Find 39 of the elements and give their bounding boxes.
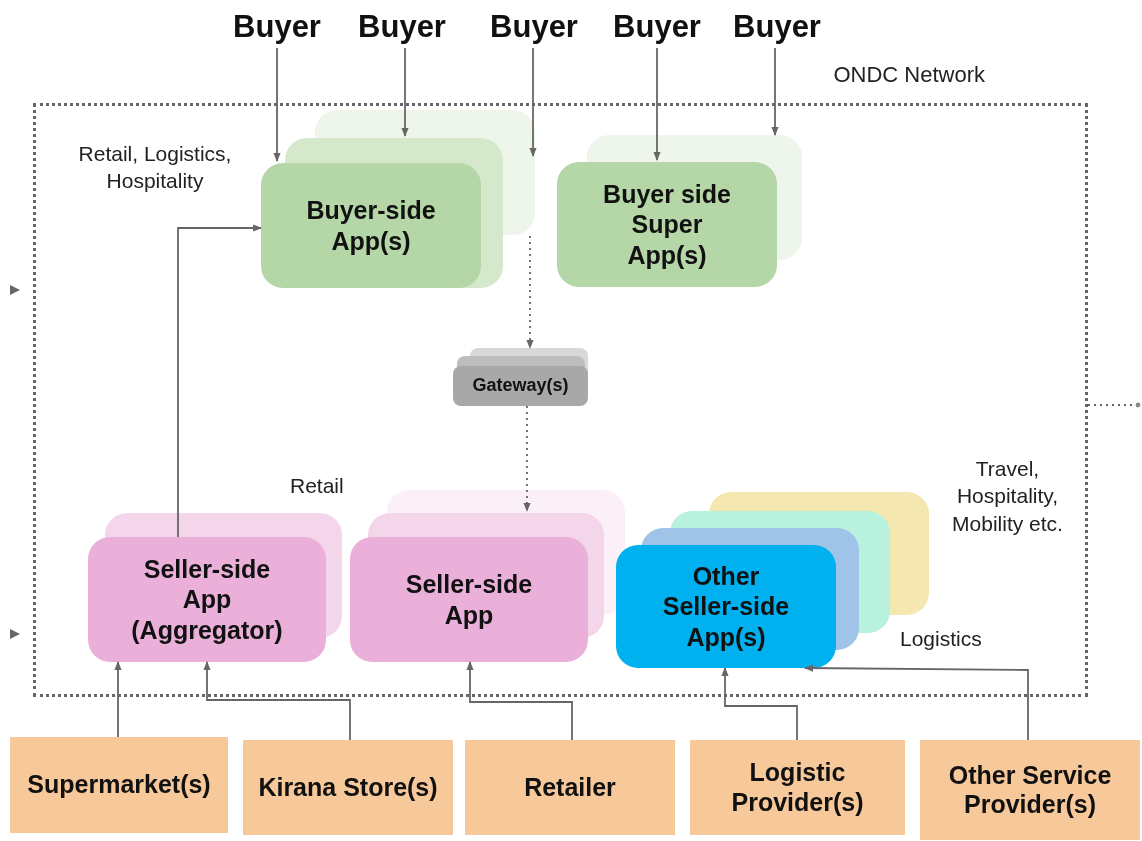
connector-arrow (523, 405, 531, 512)
category-note: Retail (290, 473, 345, 499)
provider-box (690, 740, 905, 835)
node-text: Other Seller-side App(s) (661, 560, 791, 653)
network-heading: ONDC Network (833, 62, 985, 88)
node-text: Gateway(s) (472, 375, 569, 397)
connector-arrow (804, 664, 1029, 741)
provider-box (920, 740, 1140, 840)
connector-arrow (203, 661, 351, 741)
category-note: Travel, Hospitality, Mobility etc. (951, 456, 1064, 537)
connector-arrow (721, 667, 798, 741)
provider-box (10, 737, 228, 833)
category-note: Logistics (900, 626, 983, 652)
provider-box (243, 740, 453, 835)
node-text: Buyer side Super App(s) (602, 178, 732, 271)
connector-arrow (114, 661, 122, 738)
actor-label: Buyer (602, 6, 712, 48)
node-text: Retailer (524, 772, 616, 803)
actor-label: Buyer (479, 6, 589, 48)
node-text: Buyer-side App(s) (305, 195, 437, 256)
connector-arrow (273, 47, 281, 162)
provider-box (465, 740, 675, 835)
actor-label: Buyer (722, 6, 832, 48)
node-text: Seller-side App (Aggregator) (130, 553, 284, 646)
node-text: Logistic Provider(s) (730, 758, 865, 817)
node-text: Seller-side App (404, 569, 534, 630)
connector-arrow (401, 47, 409, 137)
node-text: Supermarket(s) (27, 770, 211, 800)
actor-label: Buyer (222, 6, 332, 48)
connector-arrow (177, 224, 262, 538)
node-text: Kirana Store(s) (258, 772, 438, 803)
connector-arrow (529, 47, 537, 157)
connector-arrow (653, 47, 661, 161)
node-text: Other Service Provider(s) (947, 760, 1113, 820)
side-note: Retail, Logistics, Hospitality (77, 141, 233, 195)
connector-arrow (526, 235, 534, 349)
connector-arrow (466, 661, 573, 741)
connector-arrow (771, 47, 779, 136)
actor-label: Buyer (347, 6, 457, 48)
